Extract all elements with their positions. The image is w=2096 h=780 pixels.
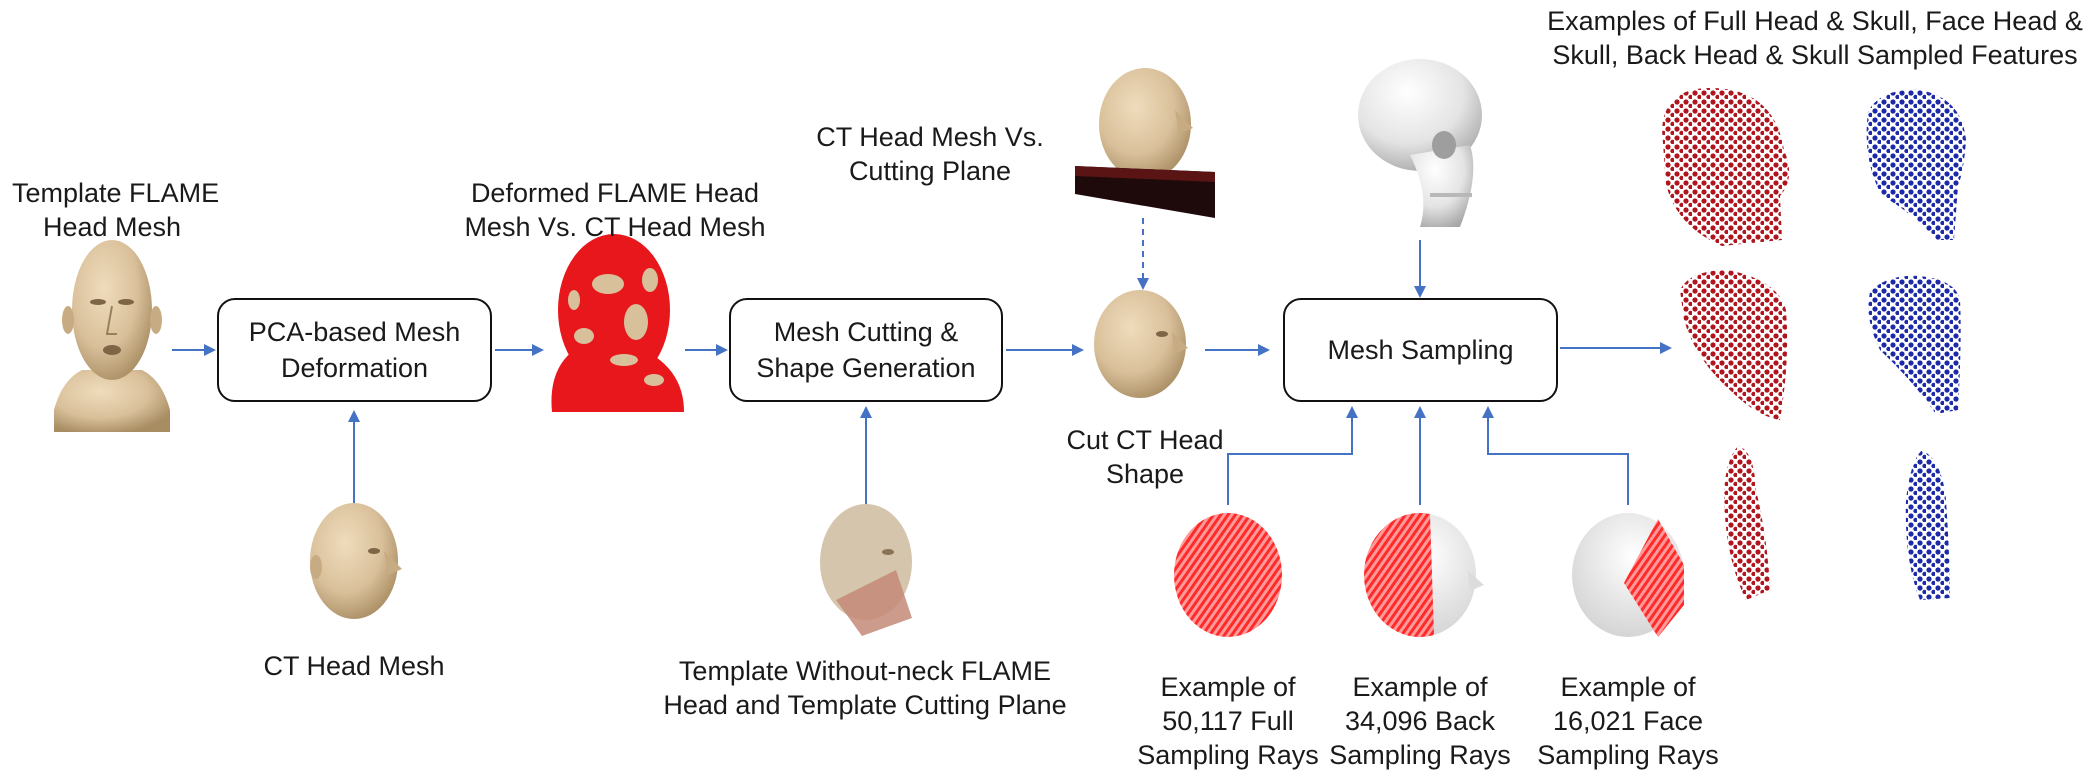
pca-box-line-2: Deformation xyxy=(280,353,429,383)
arrow-face-rays-to-sampling xyxy=(1482,406,1629,505)
blue-full-head-points xyxy=(1866,89,1966,240)
red-back-head-points xyxy=(1724,446,1770,600)
red-face-head-points xyxy=(1680,270,1788,420)
face-rays-head xyxy=(1572,513,1684,637)
template-without-neck-head xyxy=(820,504,912,636)
arrow-full-rays-to-sampling xyxy=(1227,406,1358,505)
mesh-cutting-box: Mesh Cutting & Shape Generation xyxy=(729,298,1003,402)
blue-back-head-points xyxy=(1905,450,1950,600)
cutting-box-line-2: Shape Generation xyxy=(756,353,976,383)
ct-head-vs-plane xyxy=(1075,68,1215,218)
back-rays-head xyxy=(1364,513,1484,637)
mesh-sampling-box: Mesh Sampling xyxy=(1283,298,1558,402)
sampling-box-line-1: Mesh Sampling xyxy=(1327,335,1514,365)
examples-title-label: Examples of Full Head & Skull, Face Head… xyxy=(1547,6,2083,70)
blue-face-head-points xyxy=(1868,275,1961,414)
skull-mesh xyxy=(1358,59,1482,227)
cut-ct-label: Cut CT Head Shape xyxy=(1066,425,1224,489)
face-rays-label: Example of 16,021 Face Sampling Rays xyxy=(1537,672,1719,770)
cutting-box-line-1: Mesh Cutting & xyxy=(773,317,959,347)
template-without-neck-label: Template Without-neck FLAME Head and Tem… xyxy=(663,656,1067,720)
full-rays-label: Example of 50,117 Full Sampling Rays xyxy=(1137,672,1319,770)
pca-box-line-1: PCA-based Mesh xyxy=(248,317,461,347)
template-flame-head xyxy=(54,240,170,432)
template-flame-label: Template FLAME Head Mesh xyxy=(12,178,220,242)
ct-head-mesh-label: CT Head Mesh xyxy=(263,651,445,681)
full-rays-head xyxy=(1174,513,1282,637)
cut-ct-head xyxy=(1094,290,1188,398)
back-rays-label: Example of 34,096 Back Sampling Rays xyxy=(1329,672,1511,770)
pca-deformation-box: PCA-based Mesh Deformation xyxy=(217,298,492,402)
deformed-flame-label: Deformed FLAME Head Mesh Vs. CT Head Mes… xyxy=(464,178,766,242)
deformed-flame-head xyxy=(551,234,684,412)
ct-vs-plane-label: CT Head Mesh Vs. Cutting Plane xyxy=(816,122,1044,186)
ct-head-mesh xyxy=(310,503,402,619)
red-full-head-points xyxy=(1662,88,1790,246)
